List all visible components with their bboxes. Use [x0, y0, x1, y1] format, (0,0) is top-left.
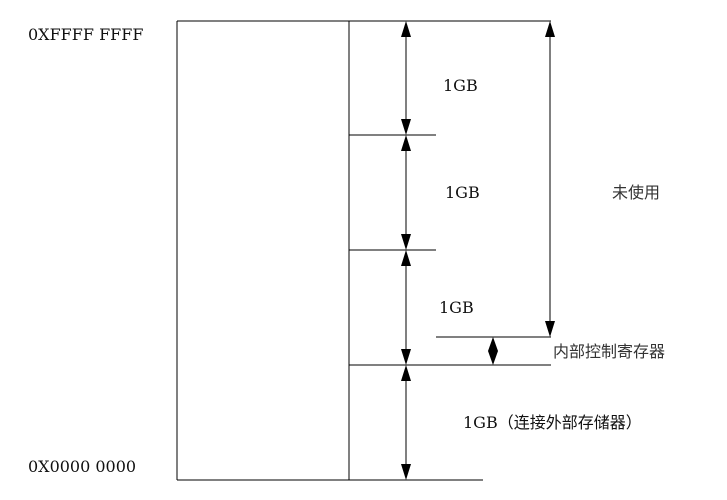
segment-3-arrow [401, 250, 411, 365]
internal-registers-label: 内部控制寄存器 [553, 342, 665, 361]
address-bottom-label: 0X0000 0000 [28, 457, 136, 476]
segment-4-label: 1GB（连接外部存储器） [463, 413, 642, 432]
segment-3-label: 1GB [439, 298, 474, 317]
internal-registers-arrow [488, 337, 498, 365]
unused-label: 未使用 [612, 183, 660, 202]
segment-2-label: 1GB [445, 183, 480, 202]
unused-region-arrow [545, 21, 555, 337]
segment-4-arrow [401, 365, 411, 480]
address-top-label: 0XFFFF FFFF [28, 25, 143, 44]
segment-1-arrow [401, 21, 411, 135]
segment-1-label: 1GB [443, 76, 478, 95]
segment-2-arrow [401, 135, 411, 250]
